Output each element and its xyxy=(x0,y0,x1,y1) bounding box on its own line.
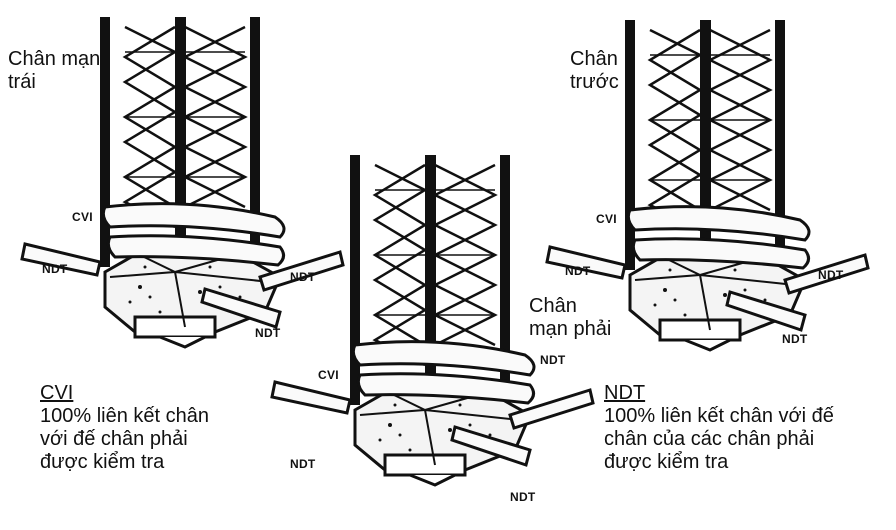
ndt-note-line: 100% liên kết chân với đế xyxy=(604,405,834,427)
leg-label-center: Chân mạn phải xyxy=(529,295,612,340)
ndt-marker-right-b: NDT xyxy=(818,268,844,282)
leg-label-right: Chân trước xyxy=(570,48,619,93)
ndt-marker-left-b: NDT xyxy=(290,270,316,284)
ndt-note-line: chân của các chân phải xyxy=(604,428,815,450)
ndt-marker-left-c: NDT xyxy=(255,326,281,340)
ndt-marker-right-c: NDT xyxy=(782,332,808,346)
cvi-note-heading: CVI xyxy=(40,382,74,404)
cvi-note-line: 100% liên kết chân xyxy=(40,405,210,427)
cvi-marker-right: CVI xyxy=(596,212,617,226)
ndt-marker-right-a: NDT xyxy=(565,264,591,278)
cvi-note: CVI 100% liên kết chân với đế chân phải … xyxy=(40,382,255,474)
ndt-marker-left-a: NDT xyxy=(42,262,68,276)
cvi-marker-center: CVI xyxy=(318,368,339,382)
ndt-marker-center-c: NDT xyxy=(510,490,536,504)
ndt-note: NDT 100% liên kết chân với đế chân của c… xyxy=(604,382,869,474)
cvi-marker-left: CVI xyxy=(72,210,93,224)
ndt-marker-center-b: NDT xyxy=(540,353,566,367)
ndt-note-heading: NDT xyxy=(604,382,646,404)
ndt-marker-center-a: NDT xyxy=(290,457,316,471)
leg-label-left: Chân mạn trái xyxy=(8,48,101,93)
ndt-note-line: được kiểm tra xyxy=(604,451,729,473)
cvi-note-line: được kiểm tra xyxy=(40,451,165,473)
cvi-note-line: với đế chân phải xyxy=(40,428,188,450)
